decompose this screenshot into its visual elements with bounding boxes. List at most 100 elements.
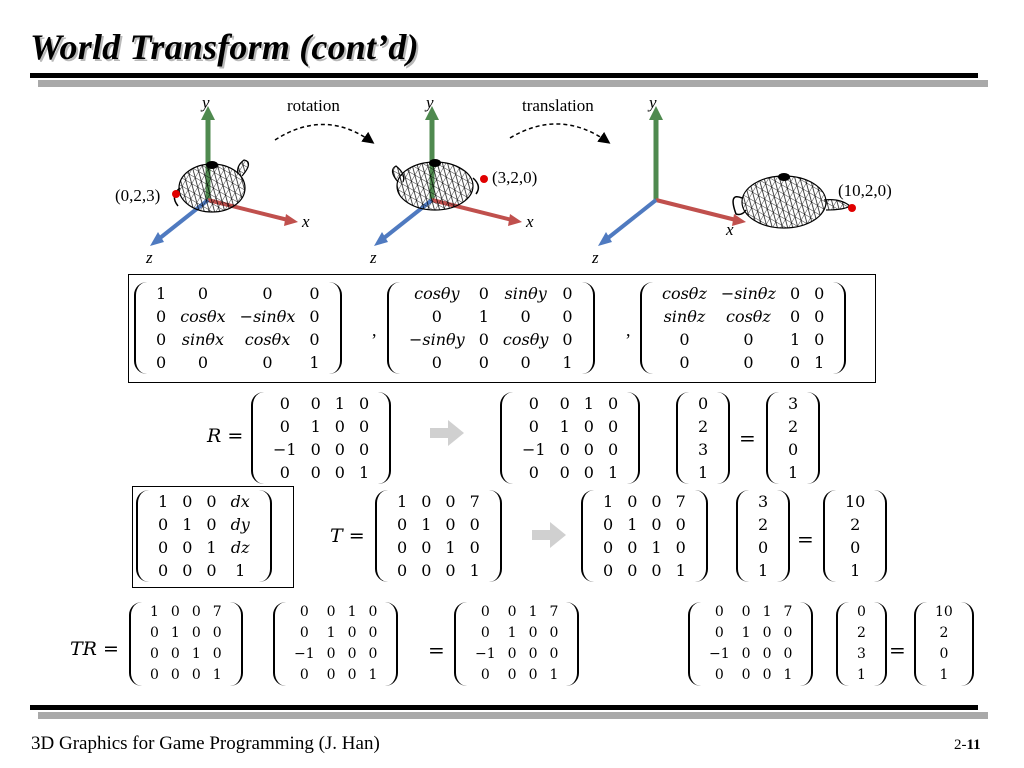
matrix-cell: 1 [857,667,866,683]
matrix-cell: 1 [814,353,825,372]
matrix-cell: 0 [310,463,321,482]
matrix-cell: −1 [709,646,730,662]
matrix-cell: 1 [358,463,370,482]
matrix-cell: 0 [150,625,159,641]
matrix-cell: 1 [421,515,432,534]
matrix-cell: 0 [299,604,309,620]
header-rule [30,73,978,78]
matrix-cell: 0 [603,538,614,557]
matrix-cell: 0 [206,561,217,580]
teapot-1 [173,159,250,213]
matrix-cell: 1 [675,561,686,580]
matrix-cell: 0 [156,307,167,326]
matrix-cell: 1 [788,463,799,482]
matrix-cell: 0 [528,667,538,683]
matrix-cell: 0 [191,667,201,683]
matrix-cell: 1 [603,492,614,511]
z-label-3: z [592,248,599,267]
matrix-cell: 0 [789,284,801,303]
matrix-cell: 0 [814,284,825,303]
matrix-row: 10 [929,602,959,623]
matrix-cell: 7 [212,604,222,620]
matrix-cell: 0 [783,625,793,641]
matrix-cell: 10 [935,604,953,620]
point-label-1: (0,2,3) [115,186,161,205]
matrix-cell: 1 [559,417,570,436]
matrix-cell: 0 [549,646,559,662]
rotation-arrow [274,123,375,144]
matrix-cell: 3 [698,440,709,459]
matrix-cell: 1 [627,515,638,534]
matrix-cell: 0 [262,284,273,303]
matrix-row: 0 [691,392,715,415]
matrix-cell: 0 [743,353,754,372]
matrix-cell: 0 [939,646,949,662]
R-label: R = [207,425,244,447]
matrix-cell: 0 [528,625,538,641]
T-label: T = [330,525,365,547]
x-label-1: x [302,212,310,231]
matrix-cell: 0 [334,440,345,459]
matrix-row: 2 [751,513,775,536]
matrix-cell: 0 [520,353,531,372]
matrix-cell: 1 [651,538,662,557]
matrix-cell: 0 [478,353,489,372]
matrix-cell: 0 [334,463,345,482]
matrix-cell: 0 [478,284,489,303]
matrix-cell: 1 [607,463,619,482]
x-label-2: x [526,212,534,231]
matrix-cell: 0 [788,440,799,459]
matrix-cell: 0 [789,307,801,326]
matrix-cell: 1 [150,604,159,620]
matrix-cell: 1 [469,561,480,580]
matrix-cell: 0 [299,625,309,641]
matrix-cell: 0 [627,538,638,557]
matrix-cell: 2 [788,417,799,436]
header-rule-shadow [38,80,988,87]
matrix-cell: 1 [698,463,709,482]
slide-title: World Transform (cont’d) [30,27,419,67]
equals-4: = [889,638,906,662]
matrix-cell: −1 [273,440,297,459]
matrix-cell: 0 [197,353,209,372]
matrix-cell: 0 [762,625,772,641]
matrix-row: 2 [838,513,872,536]
frame-3 [598,106,856,246]
matrix-cell: 1 [758,561,769,580]
matrix-cell: 1 [939,667,949,683]
teapot-3 [732,173,852,229]
matrix-cell: 0 [714,667,724,683]
matrix-cell: 1 [368,667,378,683]
matrix-cell: 0 [368,604,378,620]
matrix-cell: sinθz [663,307,706,326]
matrix-row: 2 [691,415,715,438]
matrix-cell: 0 [762,667,772,683]
matrix-cell: 0 [421,538,432,557]
matrix-cell: 0 [714,625,724,641]
matrix-cell: 1 [397,492,408,511]
matrix-cell: 0 [814,307,825,326]
matrix-cell: cosθx [244,330,291,349]
